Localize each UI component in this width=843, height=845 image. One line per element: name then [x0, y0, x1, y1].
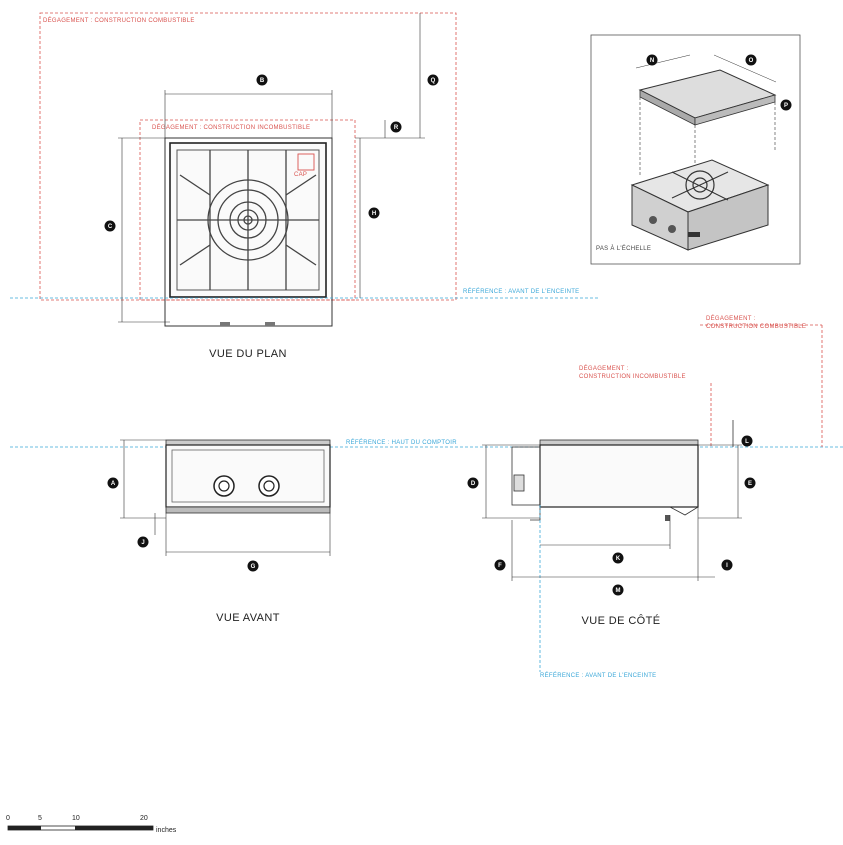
side-noncombustible-label-2: CONSTRUCTION INCOMBUSTIBLE [579, 374, 686, 380]
dim-letter: E [748, 481, 752, 487]
side-view-title: VUE DE CÔTÉ [582, 614, 661, 627]
side-combustible-label-2: CONSTRUCTION COMBUSTIBLE [706, 324, 806, 330]
dim-letter: M [616, 588, 621, 594]
dim-letter: J [141, 540, 144, 546]
scale-tick-label: 20 [140, 815, 148, 822]
dim-badge-k: K [612, 552, 624, 564]
dim-letter: F [498, 563, 502, 569]
side-noncombustible-label-1: DÉGAGEMENT : [579, 365, 629, 372]
combustible-clearance-label: DÉGAGEMENT : CONSTRUCTION COMBUSTIBLE [43, 17, 195, 24]
not-to-scale-note: PAS À L'ÉCHELLE [596, 245, 651, 252]
dim-badge-d: D [467, 477, 479, 489]
dim-letter: C [108, 224, 113, 230]
dim-letter: I [726, 563, 728, 569]
dim-badge-a: A [107, 477, 119, 489]
side-front-reference-label: RÉFÉRENCE : AVANT DE L'ENCEINTE [540, 672, 656, 679]
noncombustible-clearance-label: DÉGAGEMENT : CONSTRUCTION INCOMBUSTIBLE [152, 124, 310, 131]
scale-bar: 0 5 10 20 inches [6, 815, 177, 834]
control-knob [258, 475, 280, 497]
isometric-inset: PAS À L'ÉCHELLE [590, 34, 801, 265]
dim-badge-n: N [646, 54, 658, 66]
dim-letter: Q [431, 78, 436, 84]
plan-view: DÉGAGEMENT : CONSTRUCTION COMBUSTIBLE DÉ… [10, 12, 600, 327]
scale-tick-label: 10 [72, 815, 80, 822]
dim-badge-b: B [256, 74, 268, 86]
cap-label: CAP [294, 172, 307, 178]
scale-tick-label: 0 [6, 815, 10, 822]
dim-letter: H [372, 211, 376, 217]
dim-badge-c: C [104, 220, 116, 232]
dim-badge-h: H [368, 207, 380, 219]
front-view: RÉFÉRENCE : HAUT DU COMPTOIR [10, 439, 843, 556]
dim-badge-j: J [137, 536, 149, 548]
dim-letter: D [471, 481, 476, 487]
dim-letter: N [650, 58, 654, 64]
dim-letter: K [616, 556, 621, 562]
dim-letter: A [111, 481, 116, 487]
dim-badge-m: M [612, 584, 624, 596]
dim-letter: L [745, 439, 749, 445]
front-reference-label: RÉFÉRENCE : AVANT DE L'ENCEINTE [463, 288, 579, 295]
scale-tick-label: 5 [38, 815, 42, 822]
dim-badge-e: E [744, 477, 756, 489]
control-knob [213, 475, 235, 497]
dim-badge-l: L [741, 435, 753, 447]
cutout-outline [164, 137, 333, 327]
plan-view-title: VUE DU PLAN [209, 348, 287, 360]
dim-badge-q: Q [427, 74, 439, 86]
dim-letter: R [394, 125, 399, 131]
front-unit-body [165, 444, 331, 508]
dim-badge-p: P [780, 99, 792, 111]
side-combustible-label-1: DÉGAGEMENT : [706, 315, 756, 322]
countertop-reference-label: RÉFÉRENCE : HAUT DU COMPTOIR [346, 439, 457, 446]
dim-badge-f: F [494, 559, 506, 571]
dim-badge-i: I [721, 559, 733, 571]
front-view-title: VUE AVANT [216, 612, 280, 624]
dim-letter: G [251, 564, 256, 570]
dim-badge-o: O [745, 54, 757, 66]
dim-badge-r: R [390, 121, 402, 133]
dim-letter: P [784, 103, 788, 109]
cap-marker [297, 153, 315, 171]
side-view: DÉGAGEMENT : CONSTRUCTION COMBUSTIBLE DÉ… [482, 315, 823, 679]
scale-unit-label: inches [156, 827, 177, 834]
dim-badge-g: G [247, 560, 259, 572]
side-unit-body [539, 444, 699, 508]
dim-letter: O [749, 58, 754, 64]
noncombustible-clearance-zone [139, 119, 356, 301]
burner-grate [177, 150, 319, 290]
dim-letter: B [260, 78, 265, 84]
